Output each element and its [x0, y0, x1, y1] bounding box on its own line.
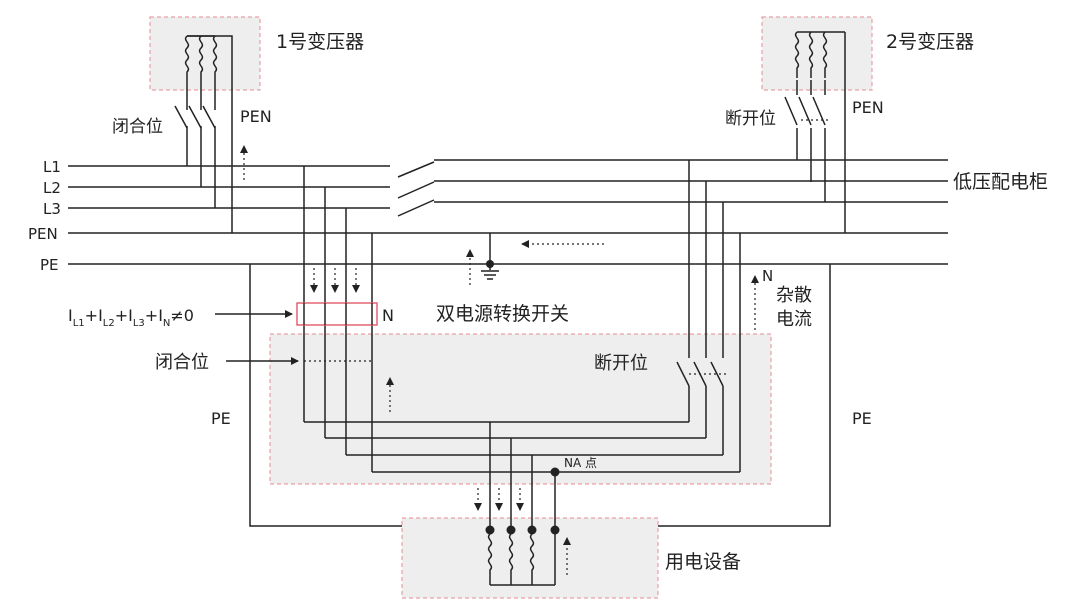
pe-right-label: PE — [852, 409, 872, 428]
pe-right-conductor — [658, 264, 831, 527]
bus-l1-label: L1 — [43, 158, 61, 176]
pe-left-label: PE — [211, 409, 231, 428]
bus-pen-label: PEN — [28, 225, 58, 243]
t2-open-label: 断开位 — [725, 109, 776, 129]
t1-pen-label: PEN — [240, 107, 272, 126]
transformer-1-switches — [174, 80, 216, 208]
t1-closed-label: 闭合位 — [112, 117, 163, 137]
transformer-2-switches — [784, 80, 829, 202]
stray-n-label: N — [762, 267, 773, 285]
ats-internal-bus — [304, 421, 740, 530]
stray-current-label-1: 杂散 — [776, 285, 812, 306]
pe-left-conductor — [249, 264, 402, 527]
load-label: 用电设备 — [665, 551, 741, 573]
source-2-feeders — [676, 160, 741, 472]
bus-pe-label: PE — [40, 256, 59, 274]
transformer-1-label: 1号变压器 — [276, 31, 364, 53]
transformer-2-box — [761, 16, 873, 91]
ats-label: 双电源转换开关 — [436, 303, 569, 325]
ats-box — [269, 333, 772, 485]
busbars — [68, 159, 948, 265]
residual-current-formula: IL1+IL2+IL3+IN≠0 — [68, 306, 194, 329]
panel-label: 低压配电柜 — [953, 171, 1048, 193]
bus-l2-label: L2 — [43, 179, 61, 197]
stray-current-label-2: 电流 — [776, 309, 812, 330]
t2-pen-label: PEN — [852, 98, 884, 117]
ct-n-label: N — [382, 306, 394, 325]
ats-closed-label: 闭合位 — [155, 352, 209, 373]
bus-l3-label: L3 — [43, 200, 61, 218]
transformer-2-label: 2号变压器 — [886, 31, 974, 53]
transformer-2-windings — [794, 31, 846, 233]
transformer-1-box — [149, 16, 261, 91]
ground-symbol — [481, 233, 499, 280]
current-transformer — [296, 302, 378, 326]
ats-open-label: 断开位 — [594, 353, 648, 374]
load-windings — [485, 525, 560, 586]
na-point-label: NA 点 — [564, 456, 597, 470]
transformer-1-windings — [184, 35, 233, 233]
